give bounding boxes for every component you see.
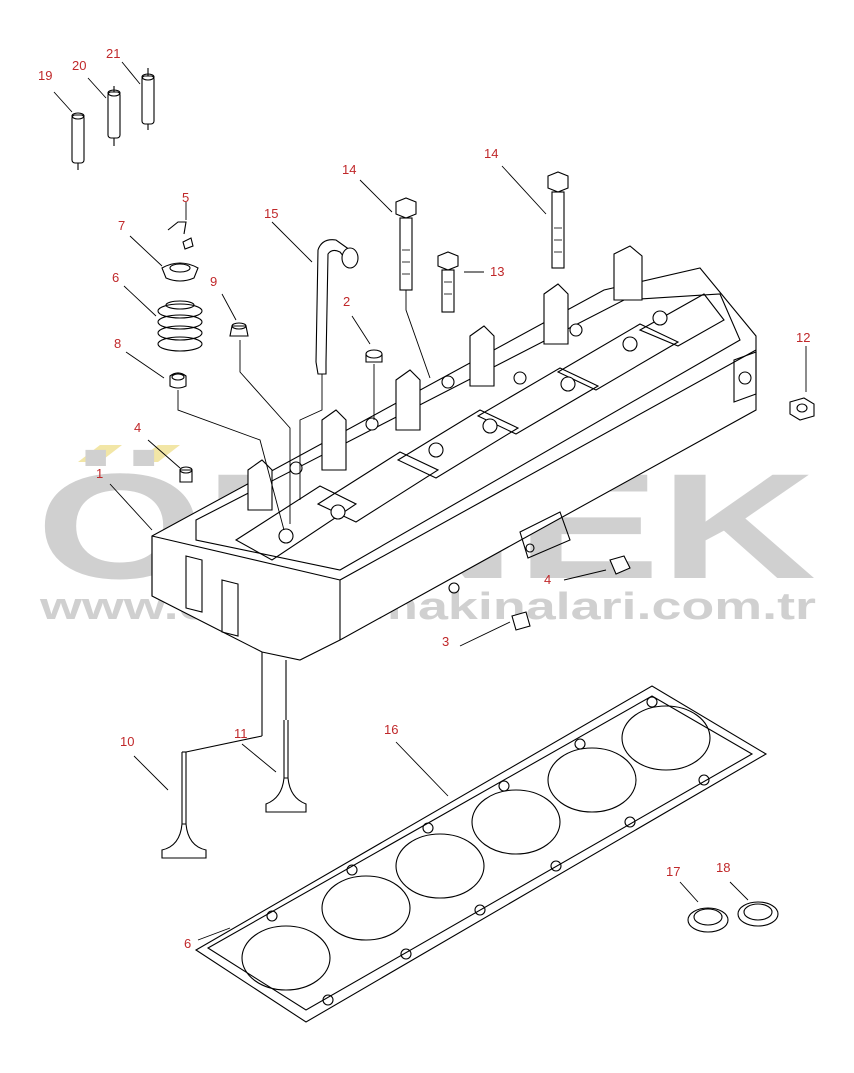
callout-17: 17 <box>666 864 680 879</box>
part-2-plug <box>365 349 383 363</box>
callout-16: 16 <box>384 722 398 737</box>
part-15-tube <box>315 239 359 375</box>
callout-20: 20 <box>72 58 86 73</box>
part-valve-spring-assembly <box>157 221 203 389</box>
part-bolts <box>395 171 569 313</box>
callout-11: 11 <box>234 726 248 741</box>
part-valves <box>161 720 307 859</box>
callout-18: 18 <box>716 860 730 875</box>
callout-14a: 14 <box>342 162 356 177</box>
callout-6b: 6 <box>184 936 191 951</box>
callout-4a: 4 <box>134 420 141 435</box>
callout-21: 21 <box>106 46 120 61</box>
callout-8: 8 <box>114 336 121 351</box>
part-1-cylinder-head <box>151 245 757 736</box>
callouts: 19 20 21 5 7 6 8 9 15 2 14 14 13 12 4 1 … <box>38 46 810 951</box>
callout-5: 5 <box>182 190 189 205</box>
part-9-seal <box>229 322 249 337</box>
callout-10: 10 <box>120 734 134 749</box>
callout-19: 19 <box>38 68 52 83</box>
watermark-accent-right <box>136 445 180 462</box>
callout-9: 9 <box>210 274 217 289</box>
callout-7: 7 <box>118 218 125 233</box>
part-seals <box>687 901 779 933</box>
callout-1: 1 <box>96 466 103 481</box>
watermark-accent-left <box>78 445 122 462</box>
part-12-fitting <box>789 397 815 421</box>
callout-12: 12 <box>796 330 810 345</box>
leader-lines <box>53 61 807 941</box>
callout-13: 13 <box>490 264 504 279</box>
callout-6: 6 <box>112 270 119 285</box>
callout-14b: 14 <box>484 146 498 161</box>
callout-3: 3 <box>442 634 449 649</box>
callout-2: 2 <box>343 294 350 309</box>
part-sleeves <box>71 68 155 170</box>
part-4-3-fittings <box>179 466 631 631</box>
callout-15: 15 <box>264 206 278 221</box>
part-16-head-gasket <box>194 685 768 1023</box>
callout-4b: 4 <box>544 572 551 587</box>
